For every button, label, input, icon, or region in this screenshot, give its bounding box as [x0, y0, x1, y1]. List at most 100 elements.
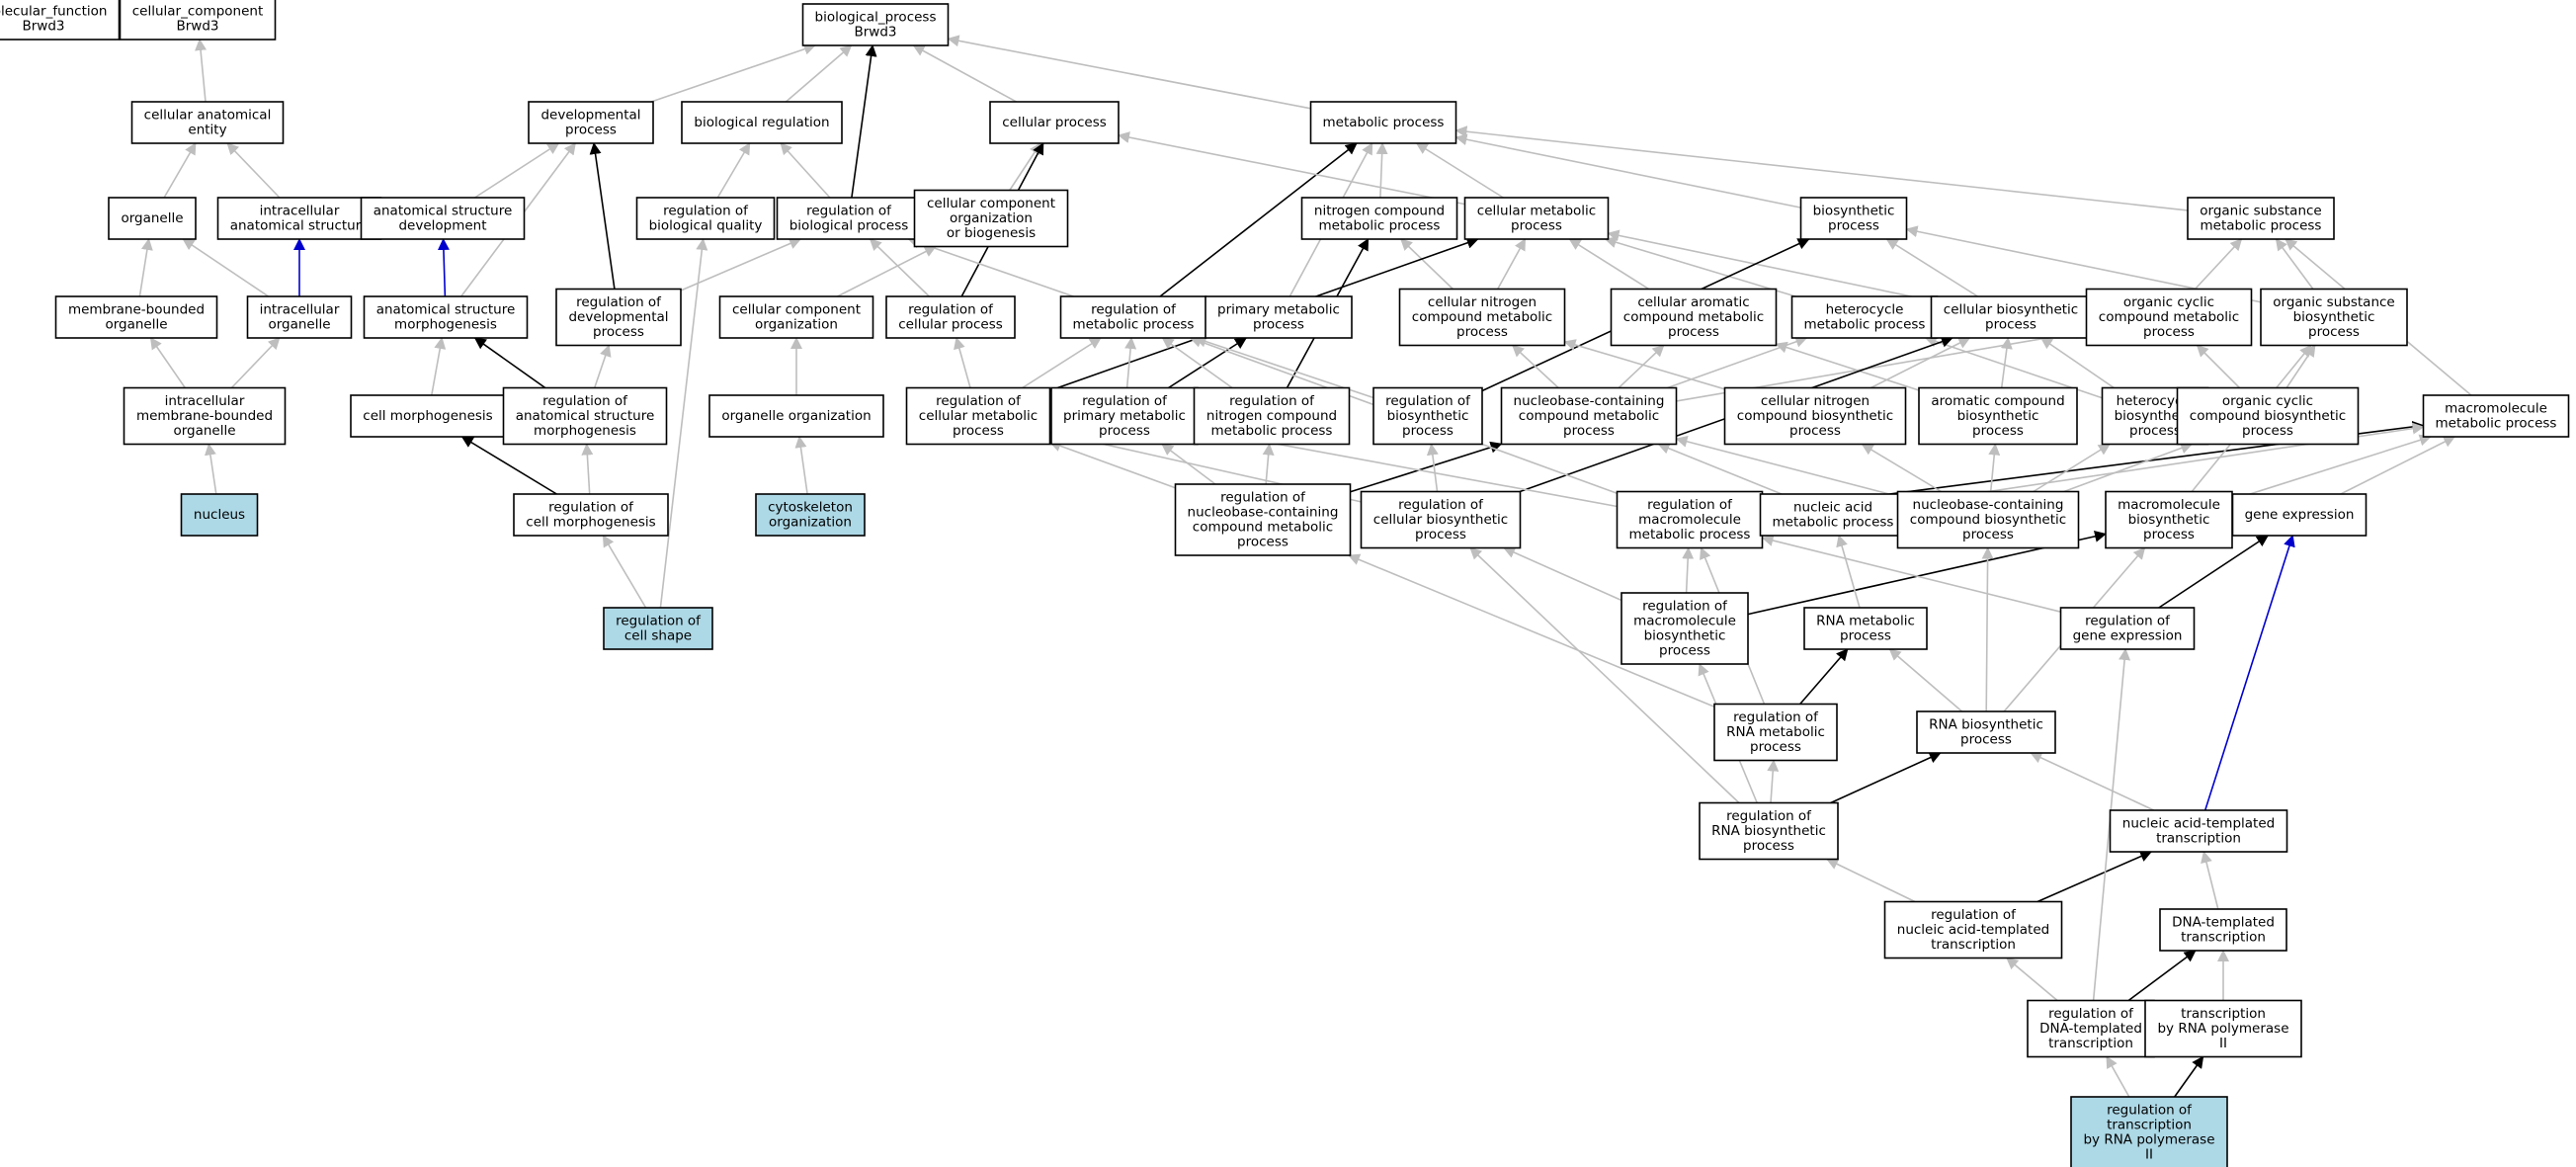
edge-line	[1767, 759, 1780, 803]
edge-line	[1682, 546, 1695, 594]
term-box	[1616, 490, 1764, 549]
term-label-line: regulation of	[616, 614, 702, 629]
edge-line	[431, 337, 447, 396]
edge-line	[794, 436, 808, 495]
term-box	[513, 493, 669, 537]
edge-is_a-nbcmp-to-cncmp	[1512, 344, 1559, 389]
edge-line	[1775, 341, 1920, 391]
edge-regulates-rdtt-to-dtt	[2127, 950, 2197, 1002]
term-box	[1799, 197, 1908, 240]
term-node-organelle: organelle	[108, 197, 197, 240]
term-label-line: by RNA polymerase	[2157, 1021, 2288, 1037]
edge-is_a-osbp-to-osmp	[2275, 238, 2314, 290]
term-label-line: metabolic process	[1073, 317, 1195, 333]
term-box	[718, 295, 874, 339]
edge-line	[1161, 337, 1233, 389]
term-label-line: cellular component	[732, 302, 861, 318]
term-label-line: regulation of	[908, 302, 994, 318]
term-label-line: RNA biosynthetic	[1711, 823, 1826, 839]
term-label-line: process	[1402, 423, 1454, 439]
edge-is_a-cncmp-to-cmp	[1496, 238, 1527, 290]
edge-line	[2231, 434, 2432, 501]
term-box	[2027, 999, 2155, 1058]
term-label-line: process	[1985, 317, 2036, 333]
edge-line	[1836, 535, 1861, 609]
edge-line	[2340, 436, 2456, 495]
edge-is_a-nbcmp-to-camp	[1618, 344, 1665, 389]
term-label-line: Brwd3	[176, 19, 218, 35]
edge-is_a-rcmp-to-rmp	[1022, 337, 1102, 389]
term-label-line: cellular anatomical	[144, 108, 272, 124]
term-label-line: regulation of	[1082, 393, 1168, 409]
edge-line	[1861, 443, 1942, 493]
edge-line	[907, 236, 1074, 297]
edge-is_a-cco-to-ccob	[837, 245, 937, 297]
term-label-line: regulation of	[1642, 599, 1728, 615]
edge-line	[1618, 344, 1665, 389]
term-label-line: development	[398, 218, 486, 234]
edge-line	[1657, 443, 1783, 495]
edge-is_a-cncbp-to-cncmp	[1563, 339, 1725, 390]
term-label-line: organic cyclic	[2222, 393, 2313, 409]
term-box	[2070, 1096, 2228, 1167]
term-label-line: organelle	[173, 423, 235, 439]
term-label-line: process	[1668, 324, 1719, 340]
term-label-line: cellular nitrogen	[1428, 294, 1537, 310]
edge-is_a-rnbcmp-to-rpmp	[1161, 443, 1216, 485]
edge-is_a-rmbp-to-rcbp	[1503, 546, 1622, 602]
edge-is_a-biored-to-bp	[785, 44, 853, 103]
edge-line	[2033, 443, 2111, 493]
edge-regulates-rasm-to-asm	[473, 337, 546, 389]
edge-is_a-rnbcmp-to-rncmp	[1262, 443, 1275, 485]
edge-is_a-cbp-to-cmp	[1607, 229, 1932, 301]
edge-line	[1009, 142, 1041, 191]
term-box	[2085, 288, 2253, 347]
term-label-line: nucleobase-containing	[1514, 393, 1665, 409]
term-box	[350, 394, 506, 438]
edge-is_a-rrnabp-to-rrnamp	[1767, 759, 1780, 803]
term-box	[119, 0, 277, 41]
edge-is_a-acbp-to-camp	[1775, 341, 1920, 391]
edge-regulates-rtrp2-to-trp2	[2174, 1055, 2204, 1098]
edge-line	[473, 337, 546, 389]
edge-is_a-rcbp-to-rbiosyn	[1426, 443, 1439, 492]
term-label-line: biosynthetic	[1387, 408, 1469, 424]
edge-line	[837, 245, 937, 297]
term-label-line: organization	[755, 317, 838, 333]
edge-is_a-rmp-to-rbp	[907, 236, 1074, 297]
edge-line	[1168, 337, 1248, 389]
edge-line	[2194, 238, 2243, 291]
edge-line	[1454, 125, 2189, 211]
edge-is_a-nbcbp-to-nbcmp	[1675, 435, 1898, 497]
edge-line	[1885, 238, 1979, 297]
term-box	[2159, 908, 2287, 952]
edge-is_a-ncmp-to-metp	[1375, 142, 1388, 199]
term-label-line: process	[593, 324, 644, 340]
edge-line	[182, 238, 270, 297]
term-box	[0, 0, 121, 41]
edge-is_a-rtrp2-to-rdtt	[2106, 1055, 2130, 1098]
term-box	[905, 386, 1051, 446]
edge-line	[1799, 648, 1849, 706]
edge-is_a-mbo-to-organelle	[138, 238, 153, 297]
edge-regulates-rcm-to-cm	[460, 436, 557, 495]
edge-line	[947, 35, 1311, 110]
term-label-line: RNA biosynthetic	[1929, 717, 2043, 733]
edge-is_a-nucleus-to-imbo	[204, 443, 217, 495]
term-label-line: regulation of	[1733, 709, 1819, 725]
edge-line	[780, 142, 831, 199]
edge-is_a-rcs-to-rcm	[602, 535, 647, 609]
term-label-line: organelle organization	[721, 408, 871, 424]
edge-line	[2106, 1055, 2130, 1098]
term-box	[108, 197, 197, 240]
